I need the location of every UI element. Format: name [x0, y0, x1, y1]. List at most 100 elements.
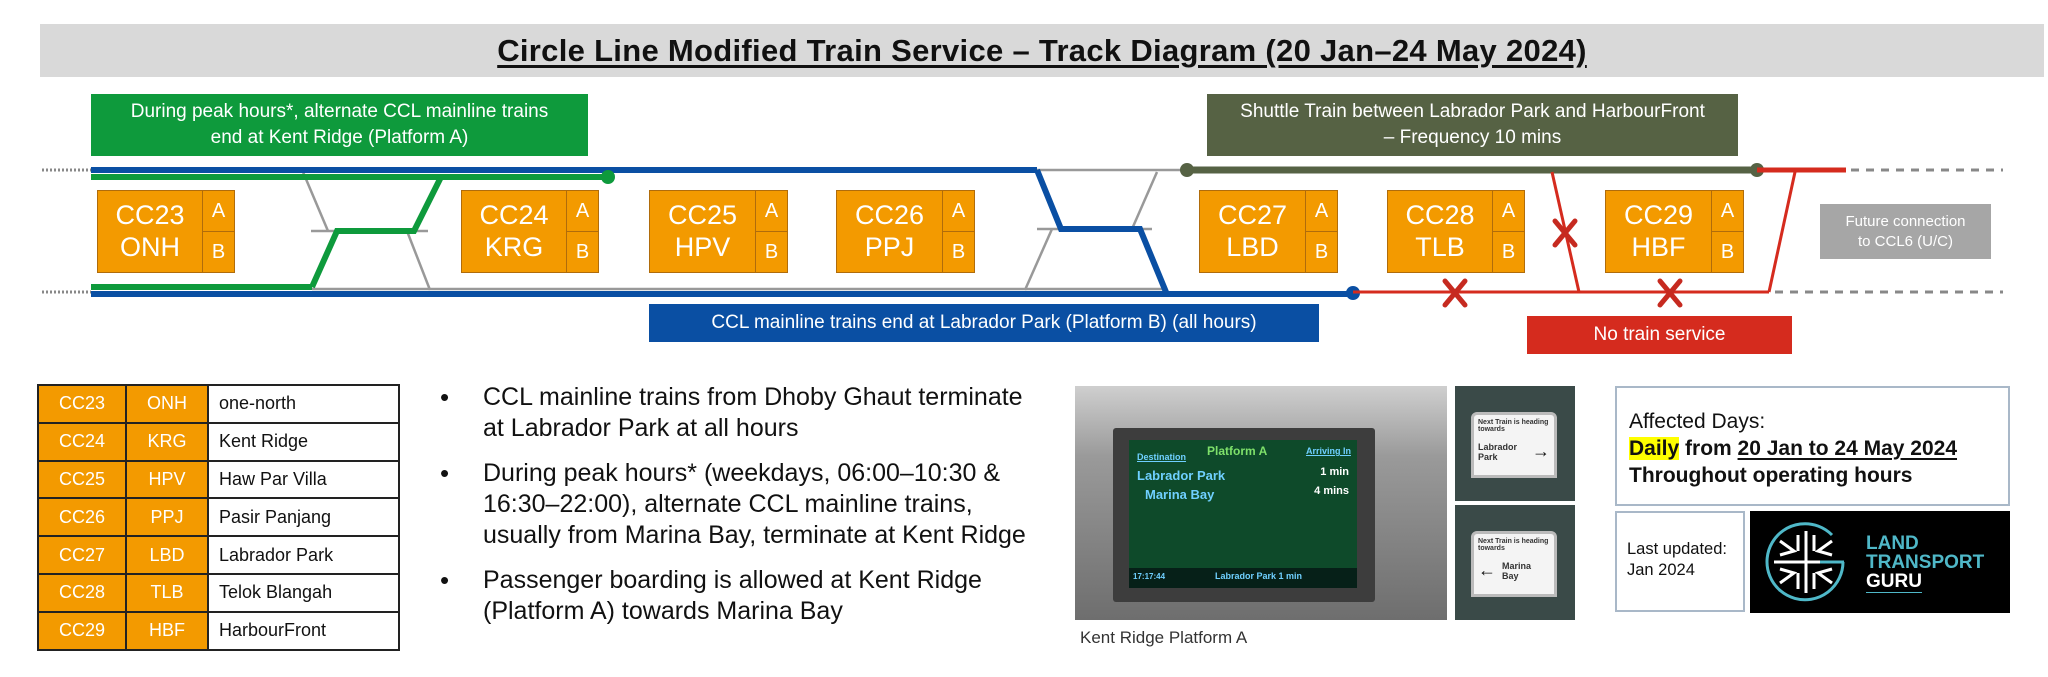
station-name: Labrador Park — [207, 535, 400, 575]
logo-text: LAND TRANSPORT GURU — [1866, 534, 1985, 593]
station-abbr: ONH — [125, 384, 209, 424]
station-name: HarbourFront — [207, 610, 400, 651]
platform-b: B — [1720, 240, 1735, 263]
platform-a: A — [1306, 191, 1337, 232]
platform-b: B — [951, 240, 966, 263]
kent-ridge-terminus-dot — [601, 170, 615, 184]
screen-destination-header: Destination — [1137, 452, 1187, 462]
shuttle-note-line: – Frequency 10 mins — [1383, 127, 1562, 148]
platform-a: A — [567, 191, 598, 232]
station-abbr: HBF — [125, 610, 209, 651]
arrow-left-icon: ← — [1478, 560, 1496, 580]
station-code: CC24 — [479, 200, 549, 231]
affected-days-box: Affected Days: Daily from 20 Jan to 24 M… — [1615, 386, 2010, 506]
platform-b: B — [764, 240, 779, 263]
platform-b: B — [1314, 240, 1329, 263]
last-updated-value: Jan 2024 — [1627, 561, 1695, 579]
peak-note-line: end at Kent Ridge (Platform A) — [210, 127, 469, 148]
display-screen: Destination Platform A Arriving In Labra… — [1129, 440, 1357, 588]
screen-row-dest: Marina Bay — [1145, 487, 1215, 502]
future-track — [1775, 168, 2003, 294]
station-name: Haw Par Villa — [207, 459, 400, 500]
sign-photo-marina-bay: Next Train is heading towards ← Marina Ba… — [1455, 505, 1575, 620]
station-abbr: LBD — [1226, 231, 1279, 262]
platform-b: B — [211, 240, 226, 263]
last-updated-box: Last updated: Jan 2024 — [1615, 511, 1745, 612]
station-abbr: KRG — [484, 231, 544, 262]
station-abbr: ONH — [120, 231, 180, 262]
screen-platform: Platform A — [1207, 444, 1268, 458]
closed-x-icon — [1552, 218, 1578, 248]
platform-a: A — [943, 191, 974, 232]
platform-a: A — [203, 191, 234, 232]
closed-x-icon — [1657, 278, 1683, 308]
mainline-note-text: CCL mainline trains end at Labrador Park… — [711, 312, 1257, 334]
page-title: Circle Line Modified Train Service – Tra… — [497, 32, 1587, 68]
station-abbr: PPJ — [864, 231, 915, 262]
station-code: CC24 — [37, 421, 127, 462]
future-note-line: Future connection — [1845, 213, 1966, 230]
bullet-item: Passenger boarding is allowed at Kent Ri… — [440, 565, 1040, 627]
closed-x-icons — [1442, 218, 1683, 308]
station-code: CC26 — [37, 497, 127, 538]
screen-arriving-header: Arriving In — [1305, 446, 1351, 456]
affected-from: from — [1679, 437, 1738, 460]
bullet-item: During peak hours* (weekdays, 06:00–10:3… — [440, 458, 1040, 551]
no-service-text: No train service — [1593, 324, 1726, 346]
screen-row-time: 1 min — [1320, 466, 1349, 478]
station-code: CC23 — [115, 200, 185, 231]
station-abbr: PPJ — [125, 497, 209, 538]
logo-emblem-icon — [1765, 522, 1845, 602]
shuttle-note: Shuttle Train between Labrador Park and … — [1207, 94, 1738, 156]
peak-route-green — [91, 174, 608, 290]
affected-hours: Throughout operating hours — [1629, 464, 1913, 487]
station-code: CC28 — [1405, 200, 1475, 231]
station-abbr: HPV — [674, 231, 731, 262]
last-updated-label: Last updated: — [1627, 540, 1727, 558]
shuttle-note-line: Shuttle Train between Labrador Park and … — [1240, 101, 1705, 123]
station-name: one-north — [207, 384, 400, 424]
mainline-blue — [91, 167, 1353, 297]
screen-ticker-bar: 17:17:44 Labrador Park 1 min — [1129, 568, 1357, 588]
station-code: CC28 — [37, 572, 127, 613]
crossover-gray — [301, 168, 1187, 291]
station-abbr: HBF — [1631, 231, 1686, 262]
station-code: CC29 — [1623, 200, 1694, 231]
platform-b: B — [1501, 240, 1516, 263]
platform-b: B — [575, 240, 590, 263]
bullet-item: CCL mainline trains from Dhoby Ghaut ter… — [440, 382, 1040, 444]
info-bullets: CCL mainline trains from Dhoby Ghaut ter… — [440, 382, 1040, 641]
logo-line: TRANSPORT — [1866, 552, 1985, 573]
station-abbr: TLB — [125, 572, 209, 613]
station-code: CC25 — [667, 200, 738, 231]
screen-row-dest: Labrador Park — [1137, 468, 1226, 483]
land-transport-guru-logo: LAND TRANSPORT GURU — [1750, 511, 2010, 613]
station-code: CC25 — [37, 459, 127, 500]
platform-a: A — [756, 191, 787, 232]
station-code: CC27 — [1217, 200, 1288, 231]
sign-panel: Next Train is heading towards ← Marina Ba… — [1471, 531, 1557, 597]
station-code: CC27 — [37, 535, 127, 575]
sign-destination: Marina Bay — [1502, 560, 1532, 581]
station-name: Pasir Panjang — [207, 497, 400, 538]
title-bar: Circle Line Modified Train Service – Tra… — [40, 24, 2044, 77]
affected-daily: Daily — [1629, 437, 1680, 460]
sign-heading: Next Train is heading towards — [1478, 538, 1549, 552]
station-code: CC29 — [37, 610, 127, 651]
photo-caption: Kent Ridge Platform A — [1080, 628, 1248, 647]
sign-destination: Labrador Park — [1478, 441, 1518, 462]
platform-display-photo: Destination Platform A Arriving In Labra… — [1075, 386, 1447, 620]
sign-panel: Next Train is heading towards Labrador P… — [1471, 412, 1557, 478]
sign-photo-labrador: Next Train is heading towards Labrador P… — [1455, 386, 1575, 501]
arrow-right-icon: → — [1532, 441, 1550, 461]
